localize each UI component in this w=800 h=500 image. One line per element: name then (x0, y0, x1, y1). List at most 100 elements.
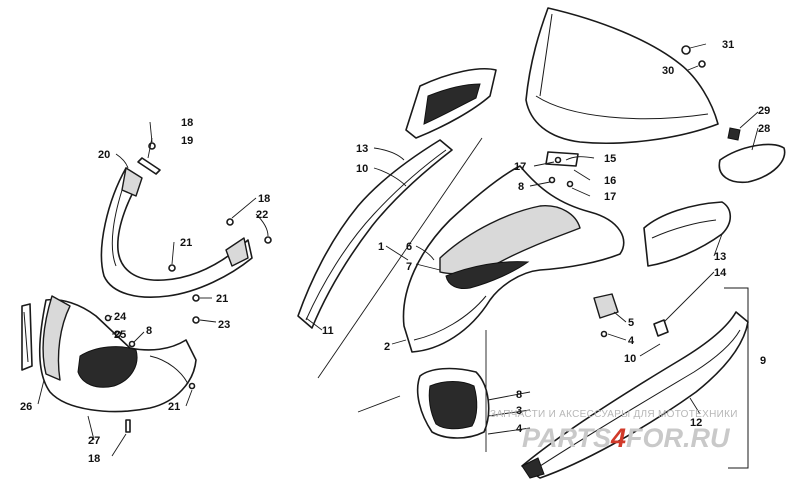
part-24-rivet (104, 314, 112, 322)
part-28-mirror (718, 143, 786, 184)
callout-11: 11 (322, 325, 334, 337)
callout-14: 14 (714, 267, 727, 279)
callout-20: 20 (98, 149, 110, 161)
leader-11 (305, 317, 323, 331)
callout-13-upper: 13 (356, 143, 368, 155)
callout-24: 24 (114, 311, 127, 323)
callout-4-lower: 4 (516, 423, 523, 435)
assembly-line-diagonal (317, 137, 483, 379)
callout-12: 12 (690, 417, 702, 429)
leader-22 (255, 213, 269, 237)
part-4-screw-a (600, 330, 608, 338)
callout-13-right: 13 (714, 251, 726, 263)
watermark-tagline: ЗАПЧАСТИ И АКСЕССУАРЫ ДЛЯ МОТОТЕХНИКИ (490, 409, 738, 420)
leader-10b (639, 343, 661, 357)
callout-21-middle: 21 (216, 293, 228, 305)
leader-17a (533, 161, 555, 167)
part-18-screw-right (226, 218, 234, 226)
callout-2: 2 (384, 341, 390, 353)
part-5-latch (593, 293, 619, 319)
part-13-vent-slots (423, 83, 481, 125)
callout-10-right: 10 (624, 353, 636, 365)
part-16-bracket (545, 151, 579, 167)
strip-26-line (23, 311, 29, 363)
part-8-screw-left (128, 340, 136, 348)
callout-18-bottom: 18 (88, 453, 100, 465)
callout-21-lower: 21 (168, 401, 180, 413)
callout-28: 28 (758, 123, 770, 135)
part-13-right-vent (643, 201, 732, 267)
leader-6 (415, 245, 435, 261)
leader-24 (109, 315, 113, 319)
callout-22: 22 (256, 209, 268, 221)
part-7-headlight-recess (445, 261, 530, 289)
part-23-washer (192, 316, 200, 324)
watermark-logo-main: PARTS (522, 423, 611, 453)
callout-6: 6 (406, 241, 412, 253)
callout-21-upper: 21 (180, 237, 192, 249)
leader-18b (231, 197, 257, 219)
callout-8-left: 8 (146, 325, 152, 337)
part-21-clip-b (168, 264, 176, 272)
part-17-nut-a (554, 156, 562, 164)
leader-29 (739, 111, 759, 129)
part-10-left-trim (297, 139, 453, 329)
leader-30 (687, 65, 699, 71)
leader-21a (171, 241, 175, 265)
callout-9: 9 (760, 355, 766, 367)
part-20-end-cap (121, 167, 143, 197)
leader-8c (487, 391, 531, 401)
leader-14 (663, 271, 715, 323)
leader-13a (373, 147, 405, 161)
callout-31: 31 (722, 39, 734, 51)
part-20-upper-trim (100, 167, 253, 298)
callout-8-lower: 8 (516, 389, 522, 401)
leader-4b (487, 427, 531, 435)
callout-7: 7 (406, 261, 412, 273)
leader-8a (133, 331, 145, 343)
part-grille-mesh (77, 346, 138, 388)
leader-27 (87, 415, 95, 441)
trim-9-line (533, 329, 741, 471)
part-29-mirror-mount (727, 127, 741, 141)
callout-19: 19 (181, 135, 193, 147)
leader-28 (751, 127, 759, 151)
callout-15: 15 (604, 153, 616, 165)
leader-31 (689, 43, 707, 49)
part-3-grille-mesh (428, 381, 478, 430)
callout-16: 16 (604, 175, 616, 187)
watermark-logo-digit: 4 (610, 423, 626, 453)
watermark-logo-end: FOR.RU (626, 423, 731, 453)
part-30-washer (698, 60, 706, 68)
trim-10-line (305, 149, 447, 321)
callout-25: 25 (114, 329, 126, 341)
part-26-strip (21, 303, 33, 371)
callout-23: 23 (218, 319, 230, 331)
leader-18c (111, 433, 127, 457)
part-18-screw-bottom (125, 419, 131, 433)
callout-17-left: 17 (514, 161, 526, 173)
leader-16 (573, 169, 591, 181)
part-21-clip-c (188, 382, 196, 390)
part-bracket-left (225, 237, 249, 267)
callout-10-left: 10 (356, 163, 368, 175)
callout-30: 30 (662, 65, 674, 77)
callout-1: 1 (378, 241, 384, 253)
callout-26: 26 (20, 401, 32, 413)
vent-13-line (651, 219, 717, 239)
leader-26 (37, 379, 45, 405)
leader-23 (199, 319, 217, 323)
part-26-side-panel (42, 295, 71, 381)
leader-19 (147, 137, 153, 159)
leader-3 (487, 409, 531, 417)
assembly-line-short (357, 395, 401, 413)
part-12-trim-end (521, 457, 545, 479)
part-21-clip-a (192, 294, 200, 302)
leader-4a (607, 333, 627, 341)
leader-21c (185, 389, 193, 407)
callout-29: 29 (758, 105, 770, 117)
leader-10a (373, 167, 407, 187)
leader-7 (415, 263, 441, 271)
callout-5: 5 (628, 317, 634, 329)
